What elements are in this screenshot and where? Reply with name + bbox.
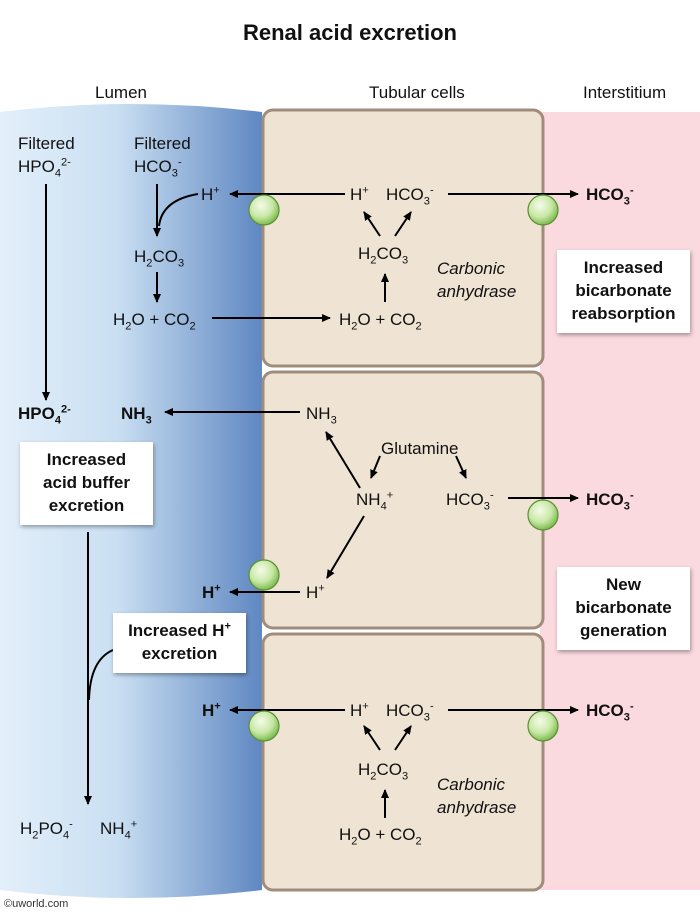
carbonic-label-top: Carbonic (437, 259, 506, 278)
arrow-h2co3-to-hco3-top (394, 211, 412, 237)
glutamine-label: Glutamine (381, 439, 459, 458)
interstitium-region (540, 112, 700, 890)
box-increased-h-excretion: Increased H+ excretion (113, 613, 246, 673)
copyright-notice: ©uworld.com (4, 898, 69, 910)
arrow-h-to-h2co3 (158, 193, 199, 227)
cell-h2co3-bottom: H2CO3 (358, 760, 409, 783)
box-increased-bicarbonate-reabsorption: Increased bicarbonate reabsorption (557, 250, 690, 333)
interstitium-hco3-bottom: HCO3- (586, 700, 634, 724)
cell-nh4: NH4+ (356, 489, 394, 513)
filtered-label-hco3: Filtered (134, 134, 191, 153)
lumen-hpo4: HPO42- (18, 403, 71, 427)
lumen-h2o-co2: H2O + CO2 (113, 310, 196, 333)
lumen-h-top: H+ (201, 184, 220, 204)
cell-nh3: NH3 (306, 404, 337, 427)
arrow-h2co3-to-h-bottom (363, 725, 381, 751)
diagram-title: Renal acid excretion (243, 20, 457, 45)
cell-hco3-top: HCO3- (386, 184, 434, 208)
arrow-h2co3-to-h-top (363, 211, 381, 237)
box-new-bicarbonate-generation: New bicarbonate generation (557, 567, 690, 650)
cell-hco3-bottom: HCO3- (386, 700, 434, 724)
lumen-h-bottom: H+ (202, 700, 221, 720)
arrow-h2co3-to-hco3-bottom (394, 725, 412, 751)
arrow-nh4-to-h (326, 515, 365, 579)
transporter-hco3-basolateral-middle (527, 499, 559, 531)
transporter-hco3-basolateral-top (527, 194, 559, 226)
arrow-glutamine-to-nh4 (370, 455, 381, 479)
lumen-nh3: NH3 (121, 404, 152, 427)
filtered-label-hpo4: Filtered (18, 134, 75, 153)
cell-h-middle: H+ (306, 582, 325, 602)
cell-hco3-middle: HCO3- (446, 489, 494, 513)
lumen-h-middle: H+ (202, 582, 221, 602)
cell-h2o-co2-top: H2O + CO2 (339, 310, 422, 333)
box-increased-acid-buffer-excretion: Increased acid buffer excretion (20, 442, 153, 525)
transporter-h-apical-middle (248, 559, 280, 591)
carbonic-label-bottom: Carbonic (437, 775, 506, 794)
lumen-h2co3: H2CO3 (134, 247, 185, 270)
filtered-hco3: HCO3- (134, 156, 182, 180)
transporter-hco3-basolateral-bottom (527, 710, 559, 742)
cell-h2o-co2-bottom: H2O + CO2 (339, 825, 422, 848)
lumen-h2po4: H2PO4- (20, 818, 73, 842)
filtered-hpo4: HPO42- (18, 156, 71, 180)
anhydrase-label-top: anhydrase (437, 282, 517, 301)
lumen-nh4: NH4+ (100, 818, 138, 842)
cell-h-top: H+ (350, 184, 369, 204)
arrow-glutamine-to-hco3 (455, 455, 467, 479)
tubular-cells-label: Tubular cells (369, 83, 465, 102)
anhydrase-label-bottom: anhydrase (437, 798, 517, 817)
tubular-cell-middle (261, 370, 545, 630)
tubular-cell-bottom (261, 632, 545, 892)
transporter-h-apical-top (248, 194, 280, 226)
interstitium-label: Interstitium (583, 83, 667, 102)
cell-h-bottom: H+ (350, 700, 369, 720)
arrow-nh4-to-nh3 (325, 431, 361, 489)
tubular-cell-top (261, 108, 545, 368)
cell-h2co3-top: H2CO3 (358, 244, 409, 267)
interstitium-hco3-top: HCO3- (586, 184, 634, 208)
transporter-h-apical-bottom (248, 710, 280, 742)
arrow-h-excretion-merge (88, 649, 114, 701)
lumen-label: Lumen (95, 83, 147, 102)
interstitium-hco3-middle: HCO3- (586, 489, 634, 513)
